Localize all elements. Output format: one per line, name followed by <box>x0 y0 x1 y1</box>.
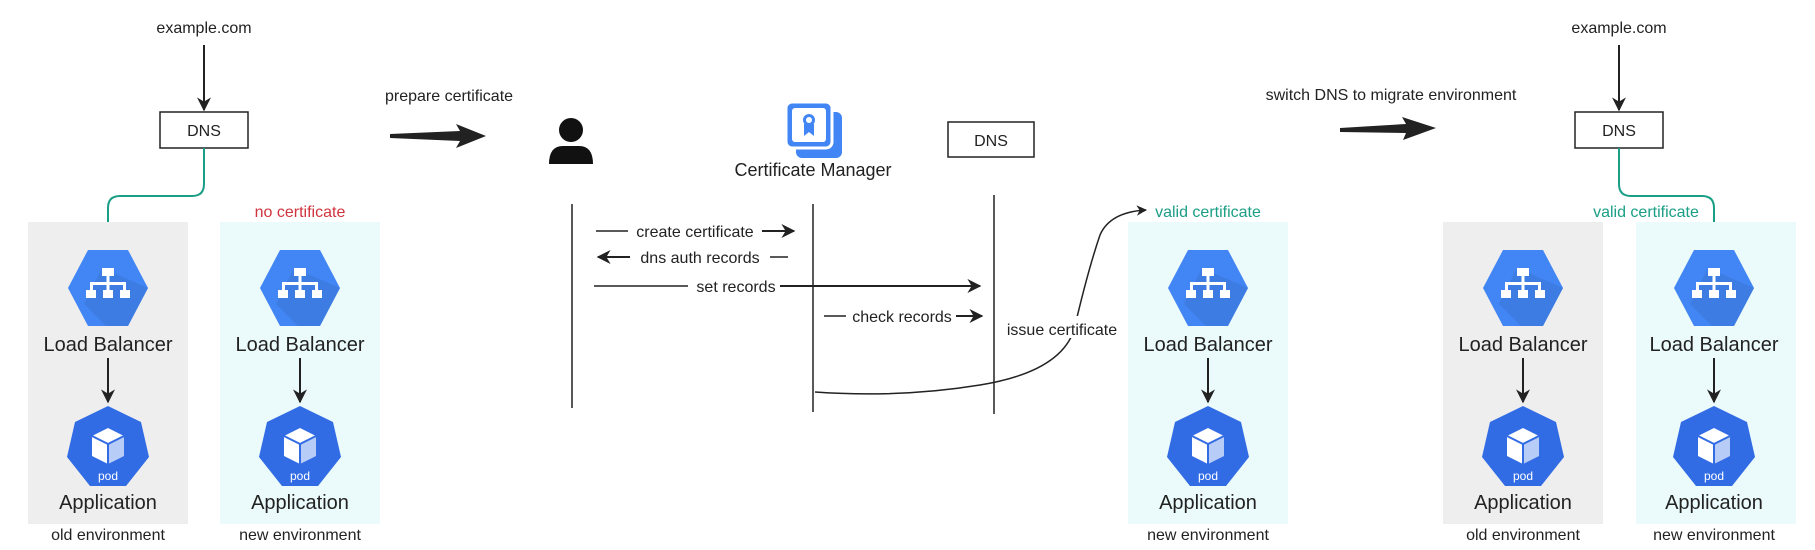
left-dns-label: DNS <box>187 123 221 140</box>
msg-check-records: check records <box>852 309 952 326</box>
step1-arrow <box>390 124 486 148</box>
step1: prepare certificate <box>385 88 513 148</box>
right-dns-route-arrow <box>1618 148 1721 246</box>
right-old-env-caption: old environment <box>1466 527 1580 544</box>
right-new-lb-label: Load Balancer <box>1650 334 1779 356</box>
msg-set-records: set records <box>696 279 775 296</box>
cert-manager-label: Certificate Manager <box>734 160 891 180</box>
left-new-env-caption: new environment <box>239 527 361 544</box>
seq-dns-label: DNS <box>974 133 1008 150</box>
sequence-diagram: Certificate Manager DNS create certifica… <box>549 100 1148 414</box>
left-old-pod-label: pod <box>98 469 118 483</box>
middle-env-caption: new environment <box>1147 527 1269 544</box>
right-domain-label: example.com <box>1571 20 1666 37</box>
left-old-app-label: Application <box>59 492 157 514</box>
step2-arrow <box>1340 117 1436 140</box>
right-new-env-caption: new environment <box>1653 527 1775 544</box>
person-icon <box>549 118 593 164</box>
left-domain-label: example.com <box>156 20 251 37</box>
middle-app-label: Application <box>1159 492 1257 514</box>
right-old-app-label: Application <box>1474 492 1572 514</box>
left-section: example.com DNS Load Balancer pod Applic… <box>28 20 380 544</box>
left-new-app-label: Application <box>251 492 349 514</box>
left-old-env-caption: old environment <box>51 527 165 544</box>
right-new-app-label: Application <box>1665 492 1763 514</box>
certificate-manager-icon <box>784 100 842 158</box>
left-old-lb-label: Load Balancer <box>44 334 173 356</box>
middle-section: valid certificate Load Balancer pod Appl… <box>1128 204 1288 544</box>
right-old-pod-label: pod <box>1513 469 1533 483</box>
step2-label: switch DNS to migrate environment <box>1266 87 1517 104</box>
middle-lb-label: Load Balancer <box>1144 334 1273 356</box>
middle-status-label: valid certificate <box>1155 204 1261 221</box>
left-new-status-label: no certificate <box>255 204 346 221</box>
step2: switch DNS to migrate environment <box>1266 87 1517 140</box>
seq-dns-box <box>947 121 1035 158</box>
step1-label: prepare certificate <box>385 88 513 105</box>
msg-issue-certificate: issue certificate <box>1007 322 1117 339</box>
msg-dns-auth-records: dns auth records <box>640 250 759 267</box>
right-new-status-label: valid certificate <box>1593 204 1699 221</box>
left-dns-route-arrow <box>101 148 205 246</box>
middle-pod-label: pod <box>1198 469 1218 483</box>
right-section: example.com DNS Load Balancer pod Applic… <box>1443 20 1796 544</box>
left-new-pod-label: pod <box>290 469 310 483</box>
right-old-lb-label: Load Balancer <box>1459 334 1588 356</box>
msg-create-certificate: create certificate <box>636 224 753 241</box>
right-dns-box <box>1574 111 1664 149</box>
right-dns-label: DNS <box>1602 123 1636 140</box>
issue-certificate-arrow <box>814 205 1148 395</box>
left-new-lb-label: Load Balancer <box>236 334 365 356</box>
right-new-pod-label: pod <box>1704 469 1724 483</box>
